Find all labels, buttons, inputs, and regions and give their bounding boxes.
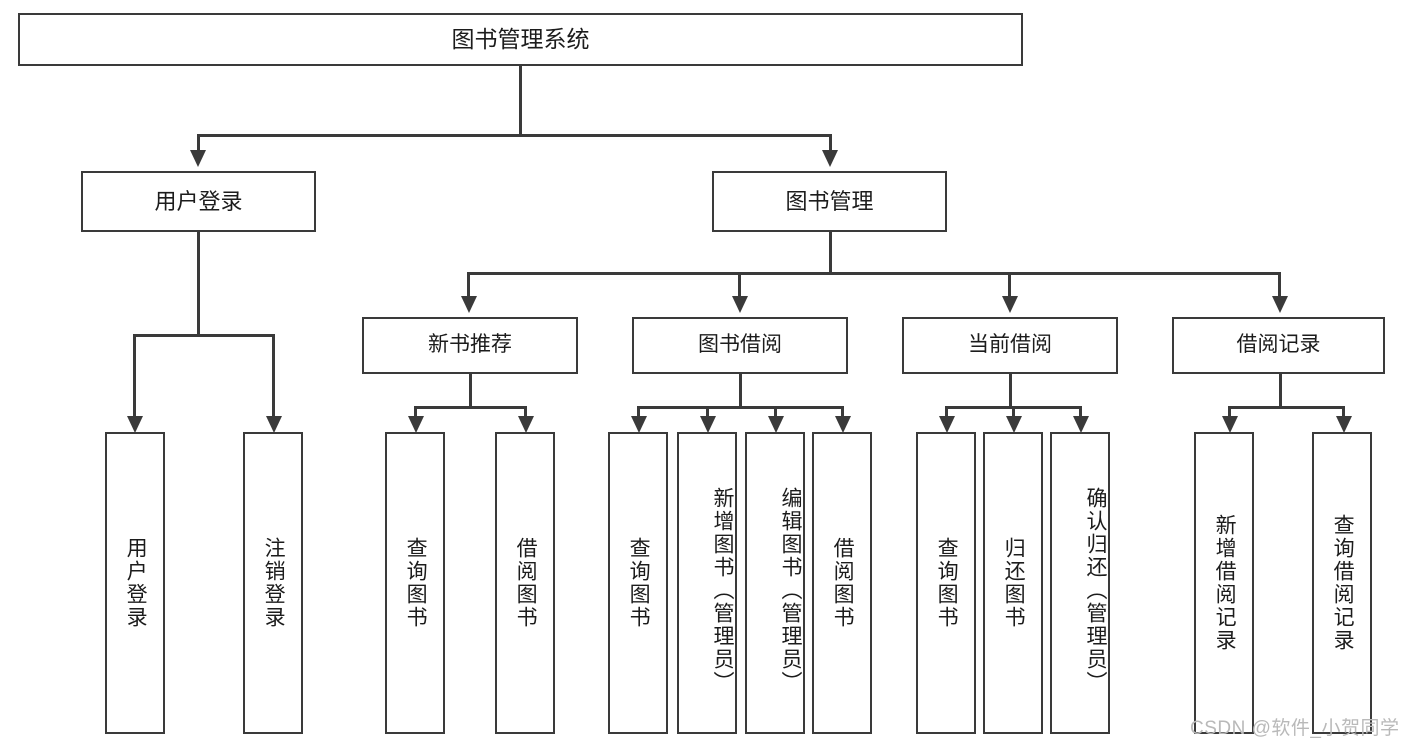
arrow-br-leaf-1 [1222,416,1238,433]
connector-user-login-branch-2 [272,334,275,418]
connector-br-branch-2 [1342,406,1345,418]
leaf-br-add-record[interactable]: 新增借阅记录 [1194,432,1254,734]
arrow-br-leaf-2 [1336,416,1352,433]
connector-br-stem [1279,374,1282,408]
connector-bb-branch-3 [774,406,777,418]
connector-br-branch-1 [1228,406,1231,418]
arrow-bm-to-current-borrow [1002,296,1018,313]
arrow-cb-leaf-2 [1006,416,1022,433]
node-label: 用户登录 [154,188,243,214]
connector-bb-branch-4 [841,406,844,418]
leaf-cb-query-book[interactable]: 查询图书 [916,432,976,734]
leaf-bb-edit-book-admin[interactable]: 编辑图书（管理员） [745,432,805,734]
arrow-nbr-leaf-2 [518,416,534,433]
leaf-bb-query-book[interactable]: 查询图书 [608,432,668,734]
node-borrow-record[interactable]: 借阅记录 [1172,317,1385,374]
leaf-nbr-query-book[interactable]: 查询图书 [385,432,445,734]
connector-user-login-bar [133,334,275,337]
arrow-cb-leaf-1 [939,416,955,433]
connector-nbr-bar [414,406,526,409]
leaf-nbr-borrow-book[interactable]: 借阅图书 [495,432,555,734]
connector-bm-branch-4 [1278,272,1281,298]
arrow-bm-to-borrow-record [1272,296,1288,313]
arrow-bm-to-new-book [461,296,477,313]
connector-user-login-stem [197,232,200,336]
node-label: 用户登录 [124,537,148,629]
node-label: 新书推荐 [428,333,512,357]
node-new-book-recommend[interactable]: 新书推荐 [362,317,578,374]
arrow-user-login-leaf-2 [266,416,282,433]
node-label: 注销登录 [262,537,286,629]
node-user-login[interactable]: 用户登录 [81,171,316,232]
node-label: 查询图书 [404,537,428,629]
node-book-borrow[interactable]: 图书借阅 [632,317,848,374]
connector-user-login-branch-1 [133,334,136,418]
connector-nbr-branch-2 [524,406,527,418]
arrow-cb-leaf-3 [1073,416,1089,433]
arrow-root-to-user-login [190,150,206,167]
node-label: 编辑图书（管理员） [779,486,802,694]
leaf-user-login-logout[interactable]: 注销登录 [243,432,303,734]
connector-book-manage-bar [467,272,1281,275]
node-label: 借阅图书 [514,537,538,629]
connector-book-manage-stem [829,232,832,274]
arrow-bb-leaf-3 [768,416,784,433]
connector-bm-branch-3 [1008,272,1011,298]
node-root-system[interactable]: 图书管理系统 [18,13,1023,66]
node-label: 查询借阅记录 [1331,514,1355,652]
connector-cb-branch-3 [1079,406,1082,418]
connector-root-to-user-login [197,134,200,152]
connector-root-stem [519,66,522,136]
arrow-bb-leaf-1 [631,416,647,433]
connector-bb-bar [637,406,843,409]
node-label: 查询图书 [935,537,959,629]
connector-bb-branch-1 [637,406,640,418]
arrow-bb-leaf-4 [835,416,851,433]
leaf-user-login-login[interactable]: 用户登录 [105,432,165,734]
leaf-bb-add-book-admin[interactable]: 新增图书（管理员） [677,432,737,734]
csdn-watermark: CSDN @软件_小贺同学 [1190,718,1400,739]
leaf-cb-confirm-return-admin[interactable]: 确认归还（管理员） [1050,432,1110,734]
node-label: 借阅图书 [831,537,855,629]
connector-bm-branch-1 [467,272,470,298]
arrow-bb-leaf-2 [700,416,716,433]
node-label: 新增借阅记录 [1213,514,1237,652]
connector-br-bar [1228,406,1344,409]
connector-root-to-book-manage [829,134,832,152]
node-book-management[interactable]: 图书管理 [712,171,947,232]
connector-nbr-branch-1 [414,406,417,418]
arrow-bm-to-book-borrow [732,296,748,313]
connector-bm-branch-2 [738,272,741,298]
connector-bb-stem [739,374,742,408]
arrow-root-to-book-manage [822,150,838,167]
leaf-bb-borrow-book[interactable]: 借阅图书 [812,432,872,734]
node-label: 图书借阅 [698,333,782,357]
connector-root-bar [197,134,831,137]
connector-bb-branch-2 [706,406,709,418]
node-label: 确认归还（管理员） [1084,486,1107,694]
node-label: 查询图书 [627,537,651,629]
arrow-user-login-leaf-1 [127,416,143,433]
node-label: 借阅记录 [1236,333,1321,357]
connector-cb-branch-1 [945,406,948,418]
node-label: 当前借阅 [968,333,1052,357]
node-current-borrow[interactable]: 当前借阅 [902,317,1118,374]
node-label: 新增图书（管理员） [711,486,734,694]
node-label: 图书管理 [785,188,874,214]
node-label: 图书管理系统 [451,26,590,53]
arrow-nbr-leaf-1 [408,416,424,433]
node-label: 归还图书 [1002,537,1026,629]
leaf-br-query-record[interactable]: 查询借阅记录 [1312,432,1372,734]
leaf-cb-return-book[interactable]: 归还图书 [983,432,1043,734]
connector-nbr-stem [469,374,472,408]
connector-cb-branch-2 [1012,406,1015,418]
connector-cb-stem [1009,374,1012,408]
